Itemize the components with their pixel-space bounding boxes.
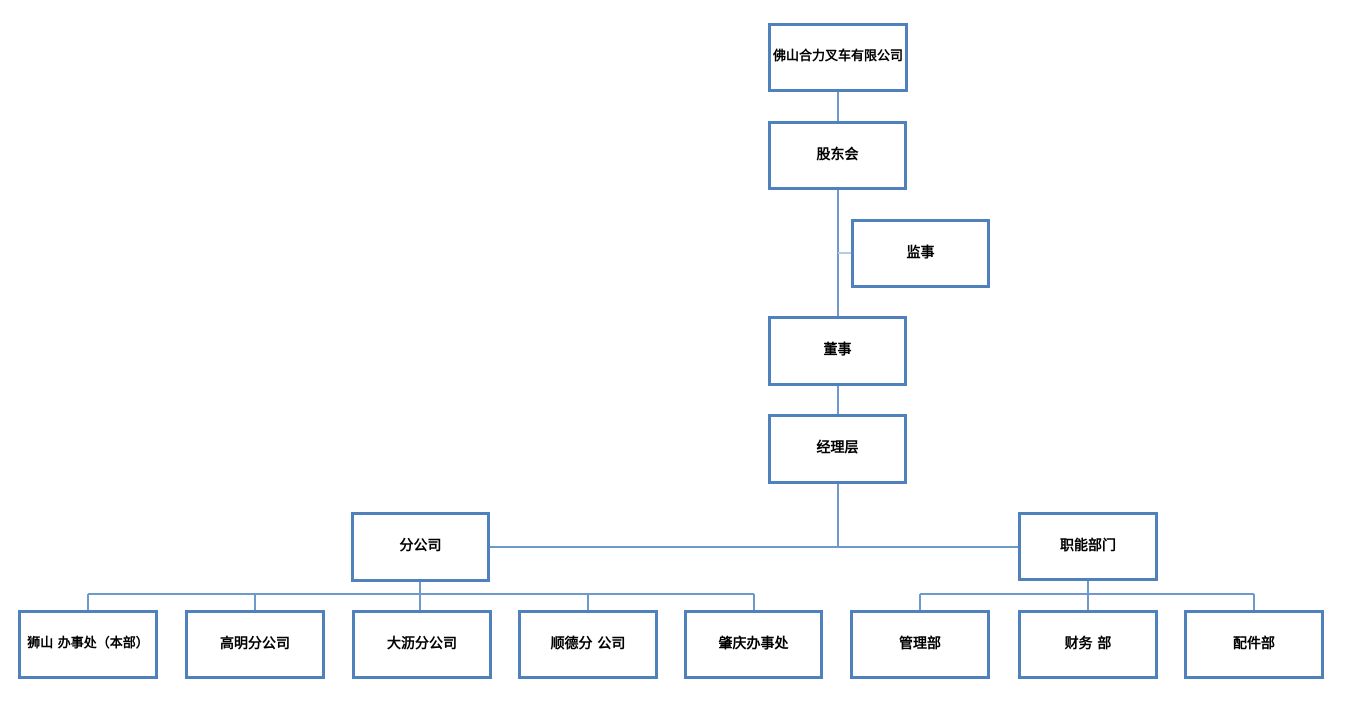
org-node-label: 顺德分 公司 — [550, 635, 626, 652]
org-node-shareholders-meeting: 股东会 — [768, 121, 907, 190]
org-node-label: 职能部门 — [1060, 537, 1116, 554]
org-node-zhaoqing-office: 肇庆办事处 — [684, 610, 823, 679]
org-node-parts-dept: 配件部 — [1184, 610, 1324, 679]
org-node-supervisor: 监事 — [851, 219, 990, 288]
org-node-gaoming-branch: 高明分公司 — [185, 610, 325, 679]
org-node-shunde-branch: 顺德分 公司 — [518, 610, 658, 679]
org-node-label: 监事 — [906, 244, 935, 261]
org-node-company: 佛山合力叉车有限公司 — [768, 23, 908, 92]
org-node-label: 狮山 办事处（本部） — [27, 636, 149, 652]
org-node-director: 董事 — [768, 316, 907, 386]
org-node-management-dept: 管理部 — [850, 610, 990, 679]
org-node-functional-departments: 职能部门 — [1018, 512, 1158, 581]
org-node-label: 佛山合力叉车有限公司 — [773, 49, 904, 65]
org-node-label: 股东会 — [816, 146, 859, 163]
org-node-label: 分公司 — [399, 538, 442, 555]
org-node-label: 管理部 — [899, 635, 941, 652]
org-node-label: 肇庆办事处 — [718, 635, 789, 652]
org-node-label: 经理层 — [816, 440, 859, 457]
org-node-label: 财务 部 — [1064, 635, 1112, 652]
org-node-shishan-office-hq: 狮山 办事处（本部） — [18, 610, 158, 679]
org-node-management-level: 经理层 — [768, 414, 907, 484]
org-node-branch-companies: 分公司 — [351, 512, 490, 582]
org-node-label: 配件部 — [1233, 635, 1275, 652]
org-node-label: 高明分公司 — [220, 635, 290, 652]
org-node-dali-branch: 大沥分公司 — [352, 610, 492, 679]
org-node-finance-dept: 财务 部 — [1018, 610, 1158, 679]
org-node-label: 大沥分公司 — [387, 635, 457, 652]
org-node-label: 董事 — [823, 342, 852, 359]
